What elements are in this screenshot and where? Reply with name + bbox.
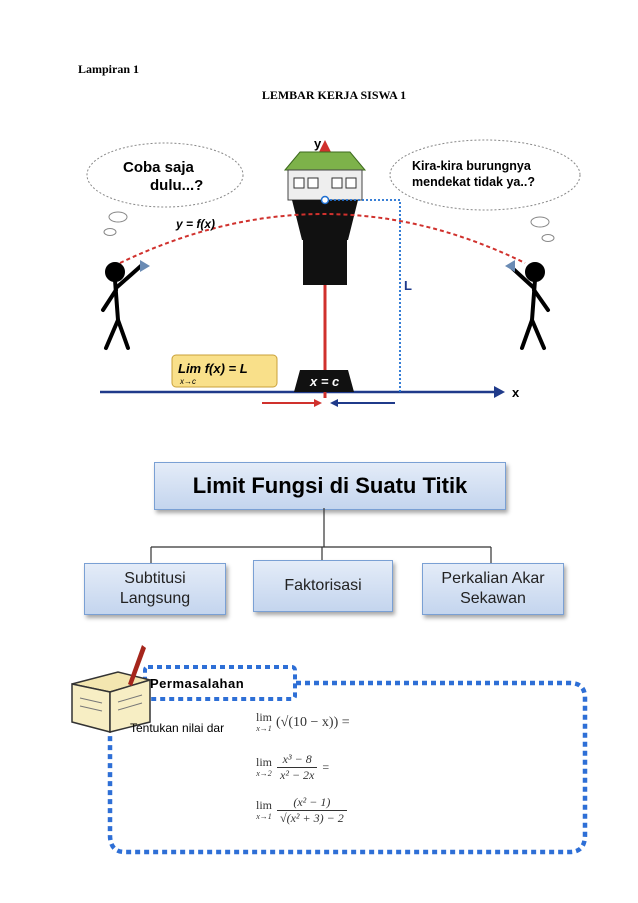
limit-point: [320, 195, 330, 205]
base-block: [294, 370, 354, 392]
branch-line2: Langsung: [119, 590, 191, 607]
thought-left-line1: Coba saja: [123, 159, 195, 176]
function-curve: [119, 213, 526, 264]
lim-word: lim: [256, 797, 273, 812]
limit-expr: (√(10 − x)) =: [276, 715, 350, 730]
branch-line1: Perkalian Akar: [441, 570, 545, 587]
limit-box-sub: x→c: [179, 377, 196, 386]
thought-right-line2: mendekat tidak ya..?: [412, 175, 535, 189]
lim-sub: x→1: [256, 724, 272, 733]
branch-line1: Faktorisasi: [284, 577, 362, 594]
y-axis-label: y: [314, 136, 322, 151]
x-axis-label: x: [512, 385, 520, 400]
limit-illustration: x y x = c y = f(x) L Lim f(x) = L x→c Co…: [86, 136, 581, 407]
function-label: y = f(x): [175, 217, 215, 231]
stick-figure-icon: [508, 262, 550, 350]
branch-line2: Sekawan: [460, 590, 526, 607]
permasalahan-frame: [143, 665, 297, 701]
x-axis-arrow-icon: [494, 386, 505, 398]
limit-box: [171, 354, 278, 388]
limit-value-label: L: [404, 278, 412, 293]
limit-expression-1: lim x→1 (√(10 − x)) =: [256, 710, 350, 734]
page-title: LEMBAR KERJA SISWA 1: [261, 88, 407, 102]
x-equals-c-label: x = c: [309, 374, 340, 389]
permasalahan-label: Permasalahan: [150, 676, 245, 691]
task-instruction: Tentukan nilai dar: [130, 721, 225, 735]
lim-sub: x→2: [256, 768, 272, 778]
problem-frame: [71, 645, 588, 855]
branch-faktorisasi: Faktorisasi: [253, 560, 393, 612]
lim-sub: x→1: [256, 811, 272, 821]
thought-cloud-icon: Kira-kira burungnya mendekat tidak ya..?: [389, 139, 581, 242]
bird-icon: [140, 260, 150, 272]
thought-left-line2: dulu...?: [150, 177, 203, 194]
lampiran-label: Lampiran 1: [78, 62, 140, 76]
house-tower-icon: [283, 151, 367, 285]
thought-cloud-icon: Coba saja dulu...?: [86, 142, 244, 236]
concept-map-title: Limit Fungsi di Suatu Titik: [154, 462, 506, 510]
bird-icon: [505, 260, 515, 272]
branch-line1: Subtitusi: [124, 570, 186, 587]
lim-word: lim: [256, 710, 273, 724]
lim-word: lim: [256, 754, 273, 769]
fraction-numerator: x³ − 8: [277, 752, 318, 768]
y-axis-arrow-icon: [319, 140, 331, 152]
limit-expression-3: lim x→1 (x² − 1) √(x² + 3) − 2: [256, 795, 347, 826]
fraction-numerator: (x² − 1): [277, 795, 347, 811]
thought-right-line1: Kira-kira burungnya: [412, 159, 532, 173]
limit-dotted-line: [330, 199, 401, 392]
limit-expression-2: lim x→2 x³ − 8 x² − 2x =: [256, 752, 329, 783]
fraction-denominator: √(x² + 3) − 2: [280, 811, 344, 825]
equals-sign: =: [322, 760, 330, 774]
limit-box-expr: Lim f(x) = L: [178, 361, 248, 376]
stick-figure-icon: [101, 262, 144, 350]
book-quill-icon: [71, 645, 153, 733]
concept-map-connectors: [150, 508, 492, 563]
fraction-denominator: x² − 2x: [280, 768, 315, 782]
